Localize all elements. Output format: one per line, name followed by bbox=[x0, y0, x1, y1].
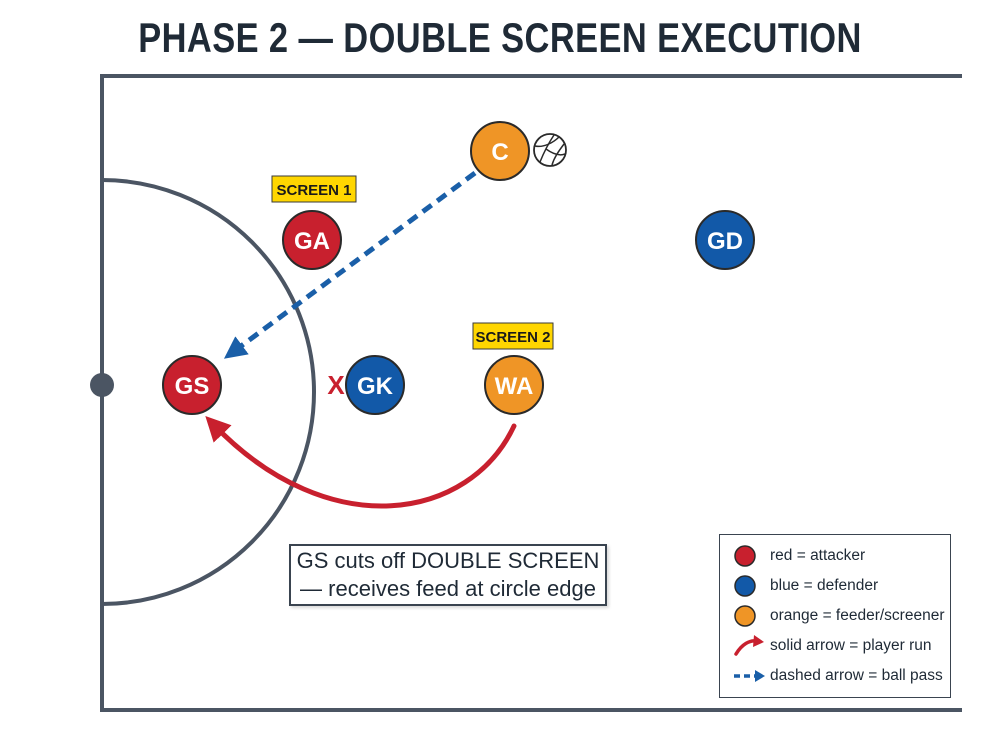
player-ga: GA bbox=[282, 210, 342, 270]
play-note: GS cuts off DOUBLE SCREEN — receives fee… bbox=[289, 544, 607, 606]
legend-label-attacker: red = attacker bbox=[770, 547, 866, 564]
legend-item-run: solid arrow = player run bbox=[732, 631, 950, 661]
player-gs-label: GS bbox=[175, 373, 210, 400]
page-title: PHASE 2 — DOUBLE SCREEN EXECUTION bbox=[138, 14, 862, 61]
legend-label-pass: dashed arrow = ball pass bbox=[770, 667, 943, 684]
player-gd: GD bbox=[695, 210, 755, 270]
goal-post bbox=[90, 373, 114, 397]
play-note-line-1: GS cuts off DOUBLE SCREEN bbox=[296, 548, 600, 573]
red-dot-icon bbox=[732, 544, 770, 568]
player-c-label: C bbox=[491, 139, 508, 166]
player-c: C bbox=[470, 121, 530, 181]
ball-pass-arrow bbox=[223, 170, 477, 359]
legend-item-pass: dashed arrow = ball pass bbox=[732, 661, 950, 691]
player-gd-label: GD bbox=[707, 228, 743, 255]
screen-2-label: SCREEN 2 bbox=[475, 329, 550, 346]
legend-label-feeder: orange = feeder/screener bbox=[770, 607, 945, 624]
player-ga-label: GA bbox=[294, 228, 330, 255]
block-x-mark: X bbox=[327, 370, 345, 400]
orange-dot-icon bbox=[732, 604, 770, 628]
play-note-line-2: — receives feed at circle edge bbox=[300, 576, 596, 601]
screen-1-tag: SCREEN 1 bbox=[271, 175, 357, 203]
player-wa: WA bbox=[484, 355, 544, 415]
player-gs: GS bbox=[162, 355, 222, 415]
legend: red = attacker blue = defender orange = … bbox=[719, 534, 951, 698]
netball-icon bbox=[533, 133, 567, 167]
player-gk-label: GK bbox=[357, 373, 394, 400]
dashed-arrow-icon bbox=[732, 664, 770, 688]
player-run-arrow bbox=[205, 416, 517, 509]
legend-label-defender: blue = defender bbox=[770, 577, 879, 594]
blue-dot-icon bbox=[732, 574, 770, 598]
legend-label-run: solid arrow = player run bbox=[770, 637, 932, 654]
legend-item-feeder: orange = feeder/screener bbox=[732, 601, 950, 631]
legend-item-attacker: red = attacker bbox=[732, 541, 950, 571]
solid-arrow-icon bbox=[732, 634, 770, 658]
shooting-circle bbox=[101, 178, 316, 606]
player-wa-label: WA bbox=[495, 373, 534, 400]
player-gk: GK bbox=[345, 355, 405, 415]
screen-2-tag: SCREEN 2 bbox=[472, 322, 554, 350]
screen-1-label: SCREEN 1 bbox=[276, 182, 351, 199]
legend-item-defender: blue = defender bbox=[732, 571, 950, 601]
